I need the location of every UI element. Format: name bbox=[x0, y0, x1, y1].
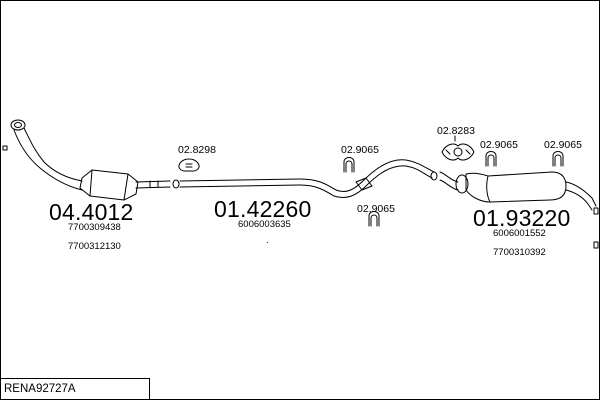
rear-silencer-assembly bbox=[439, 171, 597, 211]
reference-box: RENA92727A bbox=[0, 378, 150, 399]
middle-pipe-lower bbox=[179, 165, 433, 199]
rear-silencer-body bbox=[465, 171, 567, 203]
hanger-c-icon bbox=[485, 151, 497, 167]
gasket-icon bbox=[441, 143, 475, 161]
front-pipe-lower bbox=[13, 129, 83, 191]
catalyst-outlet-tip bbox=[149, 180, 159, 188]
front-flange-inner bbox=[14, 122, 22, 128]
hanger-d-label: 02.9065 bbox=[544, 139, 582, 151]
edge-tick-left bbox=[2, 145, 8, 151]
catalyst-outlet-pipe bbox=[135, 180, 171, 189]
rear-silencer-oem-2: 7700310392 bbox=[493, 247, 546, 258]
middle-pipe-upper bbox=[179, 159, 435, 193]
middle-pipe-outlet bbox=[430, 171, 438, 181]
hanger-a-icon bbox=[343, 157, 355, 173]
rear-silencer-seam bbox=[486, 175, 491, 203]
middle-pipe-assembly bbox=[172, 159, 438, 199]
rear-inlet-pipe bbox=[439, 171, 459, 191]
catalyst-shell-line bbox=[89, 169, 93, 197]
middle-pipe-oem-1: 6006003635 bbox=[238, 219, 291, 230]
hanger-b-label: 02.9065 bbox=[357, 203, 395, 215]
clamp-a-label: 02.8298 bbox=[178, 144, 216, 156]
front-pipe bbox=[23, 127, 83, 182]
catalyst-shell-line-2 bbox=[123, 173, 129, 201]
catalyst-part-code: 04.4012 bbox=[49, 199, 134, 225]
stray-dot: . bbox=[266, 235, 269, 246]
gasket-label: 02.8283 bbox=[437, 125, 475, 137]
edge-tick-right-b bbox=[593, 241, 599, 249]
rear-inlet-flange bbox=[455, 174, 469, 194]
hanger-a-label: 02.9065 bbox=[341, 144, 379, 156]
rear-silencer-part-code: 01.93220 bbox=[473, 205, 571, 231]
reference-code: RENA92727A bbox=[4, 383, 76, 395]
clamp-a-icon bbox=[178, 158, 200, 172]
hanger-b-icon bbox=[368, 211, 380, 227]
rear-tailpipe bbox=[565, 181, 597, 211]
rear-silencer-oem-1: 6006001552 bbox=[493, 228, 546, 239]
edge-tick-right-a bbox=[593, 207, 599, 215]
hanger-c-label: 02.9065 bbox=[480, 139, 518, 151]
middle-pipe-inlet bbox=[172, 179, 180, 189]
catalyst-oem-1: 7700309438 bbox=[68, 222, 121, 233]
middle-pipe-part-code: 01.42260 bbox=[214, 196, 312, 222]
front-flange bbox=[10, 119, 26, 131]
catalyst-oem-2: 7700312130 bbox=[68, 241, 121, 252]
catalyst-body bbox=[79, 169, 139, 201]
catalyst-assembly bbox=[10, 119, 171, 201]
hanger-d-icon bbox=[552, 151, 564, 167]
middle-pipe-hanger-bracket bbox=[355, 177, 373, 191]
